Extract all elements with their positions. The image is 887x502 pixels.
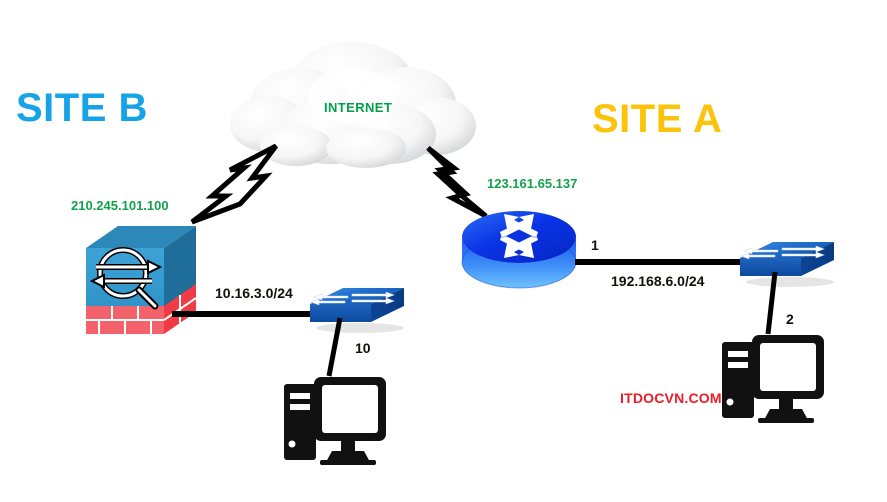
port-label-site-a-pc: 2: [786, 311, 794, 327]
port-label-site-a-router: 1: [591, 237, 599, 253]
pc-site-a[interactable]: [722, 335, 824, 423]
internet-cloud-label: INTERNET: [324, 100, 393, 115]
lan-subnet-site-b-label: 10.16.3.0/24: [215, 285, 293, 301]
lightning-link-site-b: [190, 143, 278, 225]
lightning-link-site-a: [426, 146, 488, 219]
pc-site-b[interactable]: [284, 377, 386, 465]
firewall-site-b[interactable]: [86, 226, 197, 334]
site-a-title: SITE A: [592, 97, 723, 141]
link-switch-b-to-pc-b: [326, 317, 343, 377]
wan-ip-site-a-label: 123.161.65.137: [487, 176, 578, 191]
switch-site-b[interactable]: [310, 288, 404, 333]
link-switch-a-to-pc-a: [765, 271, 778, 335]
site-b-title: SITE B: [16, 86, 148, 130]
router-site-a[interactable]: [461, 211, 577, 289]
lan-subnet-site-a-label: 192.168.6.0/24: [611, 273, 705, 289]
watermark-text: ITDOCVN.COM: [620, 390, 722, 406]
internet-cloud: [230, 42, 476, 168]
port-label-site-b-pc: 10: [355, 340, 371, 356]
wan-ip-site-b-label: 210.245.101.100: [71, 198, 169, 213]
switch-site-a[interactable]: [740, 242, 834, 287]
